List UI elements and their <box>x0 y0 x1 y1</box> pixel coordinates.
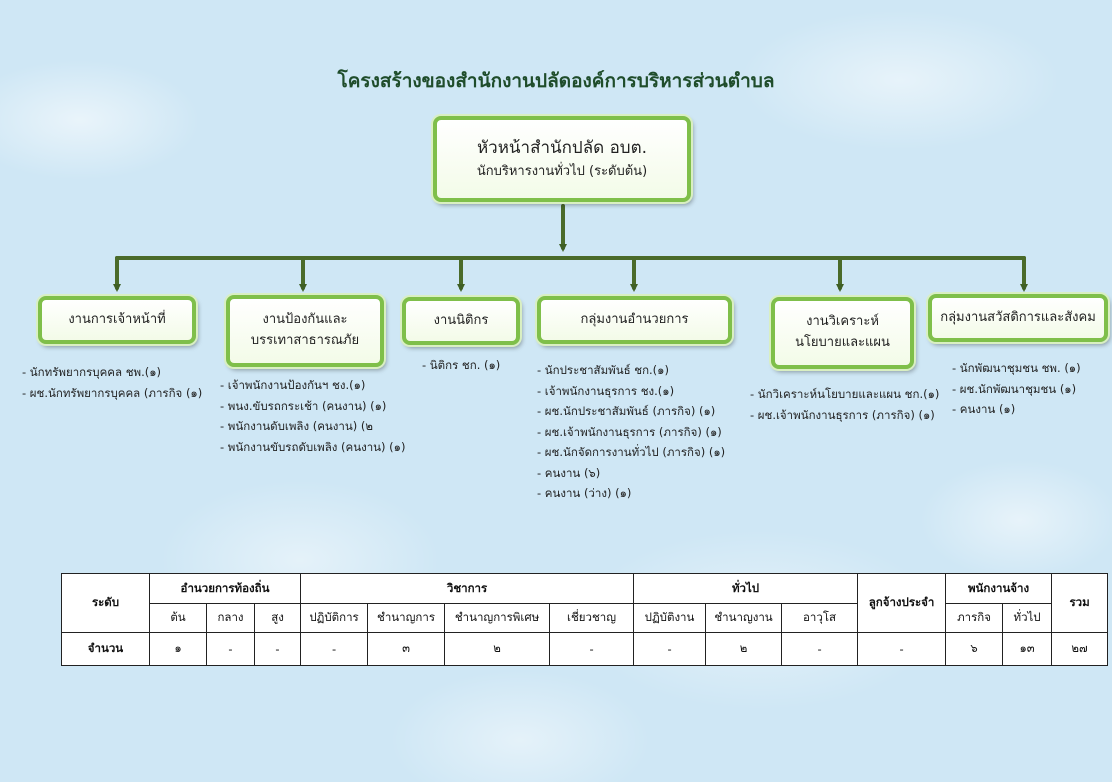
table-group-header: ทั่วไป <box>633 573 859 604</box>
division-name: งานป้องกันและ <box>262 312 348 328</box>
division-staff-list: - นักพัฒนาชุมชน ชพ. (๑) - ผช.นักพัฒนาชุม… <box>952 358 1081 420</box>
list-item: - คนงาน (๑) <box>952 402 1016 416</box>
table-cell: - <box>781 632 859 666</box>
table-header: ระดับ <box>61 573 150 633</box>
table-subheader: ชำนาญงาน <box>705 603 783 633</box>
table-group-header: ลูกจ้างประจำ <box>857 573 947 633</box>
table-cell: - <box>300 632 369 666</box>
page-title: โครงสร้างของสำนักงานปลัดองค์การบริหารส่ว… <box>337 70 775 92</box>
division-box-disaster: งานป้องกันและ บรรเทาสาธารณภัย <box>226 295 384 367</box>
division-name: กลุ่มงานสวัสดิการและสังคม <box>940 309 1096 325</box>
division-box-legal: งานนิติกร <box>402 297 520 345</box>
list-item: - คนงาน (๖) <box>537 465 601 480</box>
table-subheader: กลาง <box>206 603 255 633</box>
table-subheader: ทั่วไป <box>1002 603 1053 633</box>
head-box: หัวหน้าสำนักปลัด อบต. นักบริหารงานทั่วไป… <box>433 116 691 202</box>
table-cell: ๑๓ <box>1002 632 1053 666</box>
division-name: นโยบายและแผน <box>795 335 890 350</box>
table-group-header: พนักงานจ้าง <box>945 573 1053 604</box>
list-item: - พนักงานดับเพลิง (คนงาน) (๒ <box>220 419 373 433</box>
table-subheader: ปฏิบัติการ <box>300 603 369 633</box>
list-item: - ผช.นักพัฒนาชุมชน (๑) <box>952 381 1077 396</box>
table-cell: - <box>857 632 947 666</box>
list-item: - ผช.นักทรัพยากรบุคคล (ภารกิจ (๑) <box>22 385 203 400</box>
table-cell: ๒๗ <box>1051 632 1109 666</box>
table-subheader: ชำนาญการพิเศษ <box>444 603 551 633</box>
table-cell: - <box>633 632 707 666</box>
table-header: รวม <box>1051 573 1109 633</box>
list-item: - นักพัฒนาชุมชน ชพ. (๑) <box>952 361 1081 375</box>
table-row-label: จำนวน <box>61 632 150 666</box>
division-staff-list: - เจ้าพนักงานป้องกันฯ ชง.(๑) - พนง.ขับรถ… <box>220 375 405 457</box>
list-item: - พนักงานขับรถดับเพลิง (คนงาน) (๑) <box>220 439 406 454</box>
table-cell: ๒ <box>705 632 783 666</box>
table-subheader: ต้น <box>149 603 207 633</box>
division-box-policy: งานวิเคราะห์ นโยบายและแผน <box>771 297 914 369</box>
table-subheader: ภารกิจ <box>945 603 1004 633</box>
table-subheader: ชำนาญการ <box>367 603 446 633</box>
division-name: งานนิติกร <box>433 312 489 328</box>
table-group-header: อำนวยการท้องถิ่น <box>148 573 302 604</box>
table-cell: ๒ <box>444 632 551 666</box>
table-subheader: เชี่ยวชาญ <box>549 603 635 633</box>
table-subheader: สูง <box>253 603 302 633</box>
list-item: - ผช.นักจัดการงานทั่วไป (ภารกิจ) (๑) <box>537 445 726 459</box>
table-cell: ๑ <box>149 632 207 666</box>
table-cell: ๖ <box>945 632 1004 666</box>
division-name: งานการเจ้าหน้าที่ <box>68 311 166 327</box>
table-subheader: ปฏิบัติงาน <box>633 603 707 633</box>
list-item: - ผช.เจ้าพนักงานธุรการ (ภารกิจ) (๑) <box>750 407 935 422</box>
table-row: จำนวน ๑ - - - ๓ ๒ - - ๒ - - ๖ ๑๓ ๒๗ <box>61 632 1109 666</box>
table-group-header: วิชาการ <box>300 573 635 604</box>
division-staff-list: - นักวิเคราะห์นโยบายและแผน ชก.(๑) - ผช.เ… <box>750 384 939 425</box>
division-name: งานวิเคราะห์ <box>806 314 879 330</box>
head-position: นักบริหารงานทั่วไป (ระดับต้น) <box>476 164 648 180</box>
list-item: - คนงาน (ว่าง) (๑) <box>537 486 632 500</box>
table-cell: - <box>206 632 255 666</box>
head-name: หัวหน้าสำนักปลัด อบต. <box>476 138 648 158</box>
list-item: - พนง.ขับรถกระเช้า (คนงาน) (๑) <box>220 398 387 413</box>
division-staff-list: - นักประชาสัมพันธ์ ชก.(๑) - เจ้าพนักงานธ… <box>537 360 725 504</box>
division-box-personnel: งานการเจ้าหน้าที่ <box>38 296 196 344</box>
division-staff-list: - นักทรัพยากรบุคคล ชพ.(๑) - ผช.นักทรัพยา… <box>22 362 202 403</box>
table-cell: - <box>549 632 635 666</box>
division-box-welfare: กลุ่มงานสวัสดิการและสังคม <box>928 294 1108 342</box>
list-item: - นักวิเคราะห์นโยบายและแผน ชก.(๑) <box>750 387 940 401</box>
list-item: - เจ้าพนักงานธุรการ ชง.(๑) <box>537 383 675 398</box>
table-subheader: อาวุโส <box>781 603 859 633</box>
table-cell: - <box>253 632 302 666</box>
list-item: - เจ้าพนักงานป้องกันฯ ชง.(๑) <box>220 378 366 392</box>
list-item: - นิติกร ชก. (๑) <box>422 358 501 372</box>
list-item: - ผช.นักประชาสัมพันธ์ (ภารกิจ) (๑) <box>537 404 716 418</box>
division-name: กลุ่มงานอำนวยการ <box>580 311 689 327</box>
list-item: - ผช.เจ้าพนักงานธุรการ (ภารกิจ) (๑) <box>537 424 722 439</box>
list-item: - นักประชาสัมพันธ์ ชก.(๑) <box>537 363 669 377</box>
division-name: บรรเทาสาธารณภัย <box>250 333 360 348</box>
staff-summary-table: ระดับ อำนวยการท้องถิ่น วิชาการ ทั่วไป ลู… <box>61 573 1109 666</box>
division-staff-list: - นิติกร ชก. (๑) <box>422 355 500 376</box>
division-box-admin: กลุ่มงานอำนวยการ <box>537 296 732 344</box>
list-item: - นักทรัพยากรบุคคล ชพ.(๑) <box>22 365 162 379</box>
table-cell: ๓ <box>367 632 446 666</box>
